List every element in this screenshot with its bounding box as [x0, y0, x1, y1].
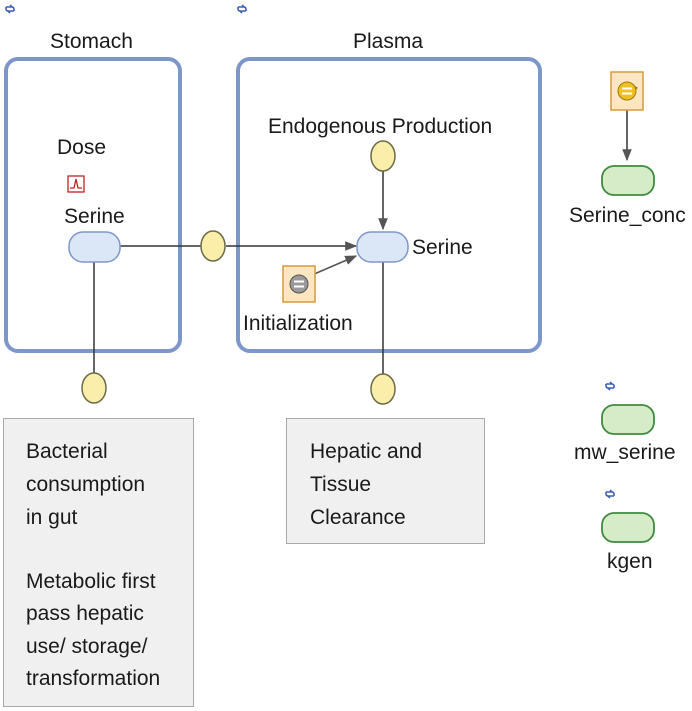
plasma-serine-label: Serine: [412, 236, 473, 259]
note-line: use/ storage/: [26, 635, 148, 658]
stomach-compartment[interactable]: [4, 57, 182, 353]
initialization-arrow: [311, 255, 358, 276]
note-line: Bacterial: [26, 440, 108, 463]
bacterial-consumption-reaction[interactable]: [81, 372, 107, 404]
dose-label: Dose: [57, 136, 107, 159]
serine-conc-label: Serine_conc: [569, 204, 686, 227]
note-line: Hepatic and: [310, 440, 423, 463]
kgen-parameter[interactable]: [601, 512, 655, 543]
transfer-reaction[interactable]: [200, 230, 226, 262]
stomach-serine-label: Serine: [64, 205, 125, 228]
note-line: pass hepatic: [26, 602, 144, 625]
note-line: consumption: [26, 473, 146, 496]
kgen-label: kgen: [607, 550, 653, 573]
note-line: Clearance: [310, 506, 406, 529]
plasma-link-icon[interactable]: [237, 4, 247, 14]
kgen-link-icon[interactable]: [605, 489, 615, 499]
note-line: Tissue: [310, 473, 372, 496]
initialization-rule-icon[interactable]: [282, 265, 316, 303]
hepatic-clearance-note: Hepatic and Tissue Clearance: [286, 418, 485, 544]
mw-serine-link-icon[interactable]: [605, 381, 615, 391]
stomach-label: Stomach: [50, 30, 133, 53]
note-line: Metabolic first: [26, 570, 156, 593]
mw-serine-parameter[interactable]: [601, 404, 655, 435]
bacterial-consumption-note: Bacterial consumption in gut Metabolic f…: [3, 418, 194, 707]
initialization-label: Initialization: [243, 312, 353, 335]
plasma-compartment[interactable]: [236, 57, 542, 353]
stomach-link-icon[interactable]: [5, 4, 15, 14]
stomach-serine-species[interactable]: [68, 231, 121, 263]
plasma-serine-species[interactable]: [356, 231, 409, 263]
endogenous-production-label: Endogenous Production: [268, 115, 493, 138]
note-line: in gut: [26, 506, 78, 529]
hepatic-clearance-reaction[interactable]: [370, 373, 396, 405]
endogenous-production-reaction[interactable]: [370, 140, 396, 172]
serine-conc-rule-icon[interactable]: [610, 71, 644, 111]
note-line: transformation: [26, 667, 161, 690]
plasma-label: Plasma: [353, 30, 424, 53]
mw-serine-label: mw_serine: [574, 441, 676, 464]
serine-conc-parameter[interactable]: [601, 165, 655, 196]
dose-icon[interactable]: [67, 175, 85, 193]
